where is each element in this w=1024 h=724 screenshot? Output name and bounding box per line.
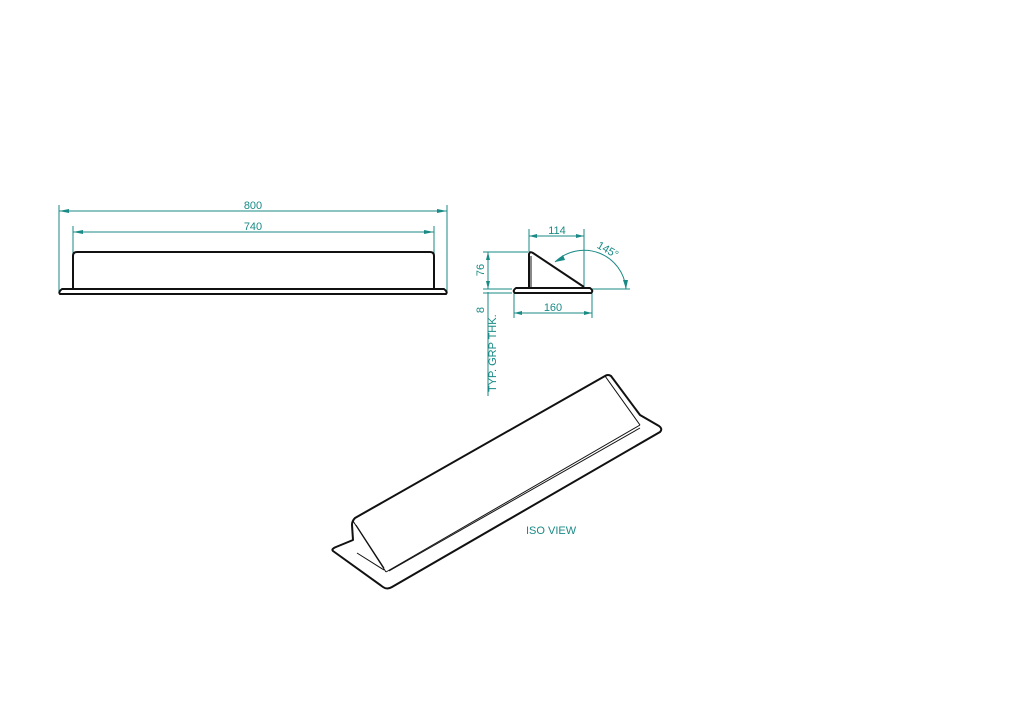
iso-view-label: ISO VIEW [526,525,577,537]
dim-inner-length: 740 [244,221,262,233]
dim-overall-length: 800 [244,200,262,212]
thickness-note: TYP. GRP THK. [487,314,499,392]
iso-view: ISO VIEW [331,374,663,590]
dim-angle: 145° [595,240,621,262]
dim-base-width: 160 [544,302,562,314]
side-view: 114 76 8 TYP. GRP THK. 160 145° [475,225,630,396]
front-view: 800 740 [58,200,448,295]
dim-height: 76 [475,264,487,276]
dim-top-width: 114 [548,225,566,237]
dim-thickness: 8 [475,307,487,313]
